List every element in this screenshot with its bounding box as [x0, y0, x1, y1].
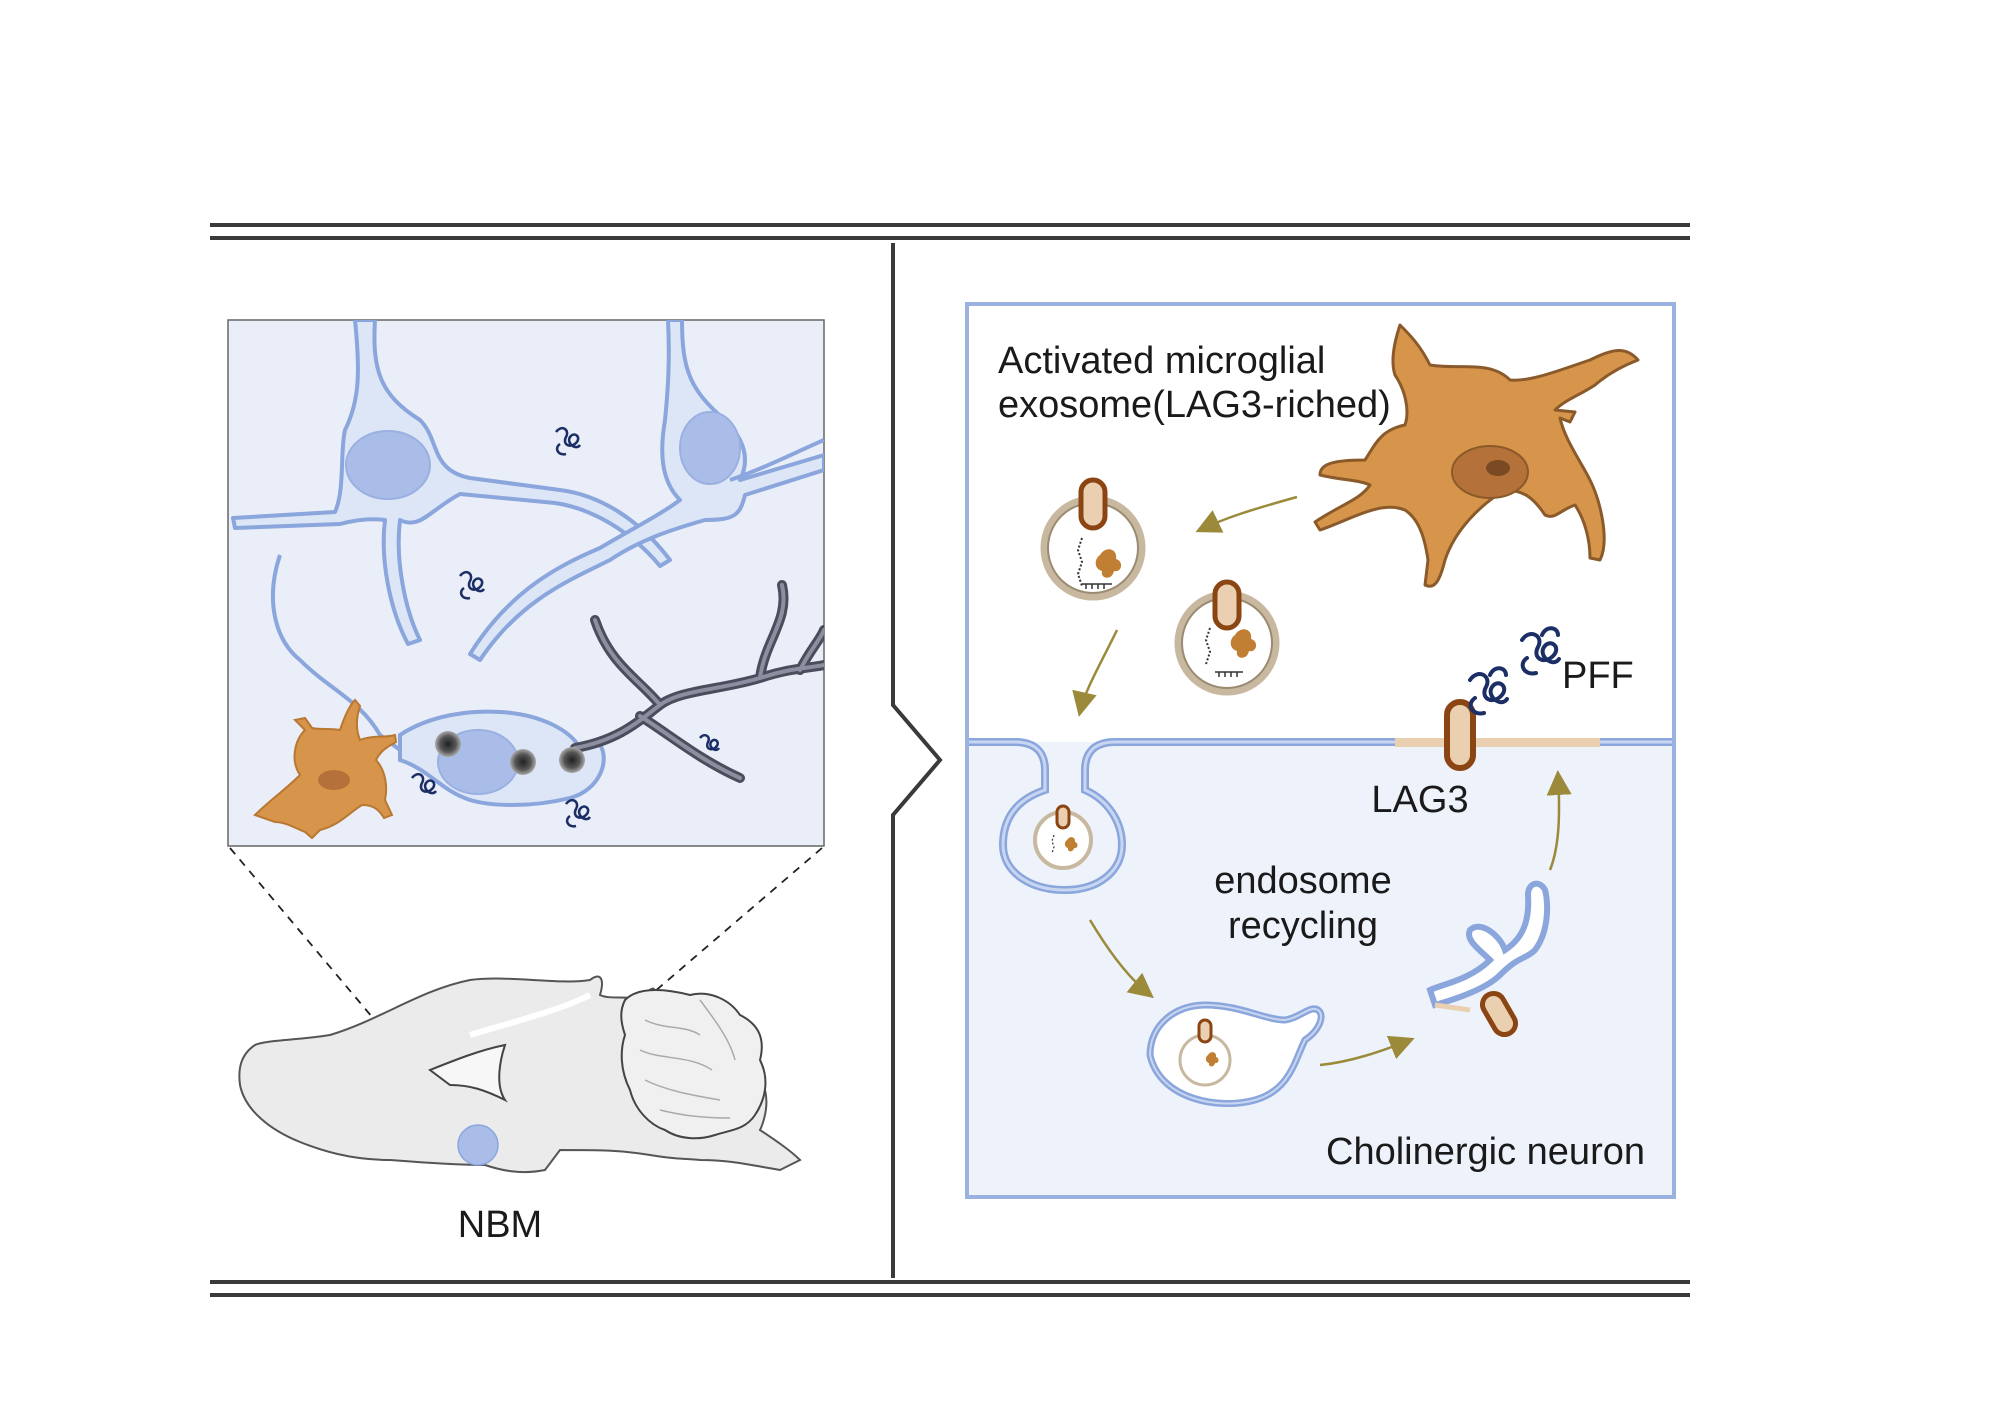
microglia-inset	[253, 698, 398, 840]
exosome-2	[1174, 579, 1280, 696]
nbm-label: NBM	[458, 1204, 542, 1246]
brain-ventricle	[427, 1043, 508, 1103]
exosome-1	[1040, 477, 1146, 601]
exosome-label-line1: Activated microglial	[998, 340, 1325, 382]
synaptic-puncta	[435, 731, 461, 757]
cholinergic-neuron-label: Cholinergic neuron	[1326, 1131, 1645, 1173]
internalized-exosome	[1033, 804, 1093, 870]
lag3-label: LAG3	[1371, 779, 1468, 821]
endosome-label-line1: endosome	[1214, 860, 1391, 902]
arrow-sorting	[1319, 1035, 1415, 1067]
pff-fibrils	[1468, 626, 1561, 716]
synaptic-puncta	[559, 747, 585, 773]
lag3-receptor	[1078, 477, 1108, 531]
neuron-cell-1	[231, 320, 672, 646]
lag3-membrane-receptor	[1444, 699, 1476, 771]
nbm-region	[457, 1124, 499, 1166]
lag3-receptor	[1212, 579, 1242, 631]
frame	[210, 223, 1690, 1297]
mechanism-panel: Activated microglial exosome(LAG3-riched…	[965, 302, 1676, 1199]
arrow-release	[1195, 495, 1298, 533]
cell-membrane	[969, 738, 1672, 895]
cerebellum	[620, 989, 767, 1140]
pathway-arrows	[1072, 495, 1572, 1067]
neuron-dendrite	[271, 554, 402, 752]
inset-panel	[227, 319, 825, 847]
neuron-1-nucleus	[345, 430, 431, 500]
arrow-uptake	[1072, 629, 1119, 717]
inset-content	[231, 320, 824, 840]
microglia-nucleolus	[1486, 460, 1510, 476]
pff-fibril-inset	[411, 426, 721, 828]
lag3-receptor	[1480, 990, 1518, 1038]
microglia-inset-nucleus	[318, 770, 350, 790]
rna-strand	[1076, 537, 1084, 587]
endosome-label-line2: recycling	[1228, 905, 1378, 947]
exosome-label-line2: exosome(LAG3-riched)	[998, 384, 1391, 426]
lag3-membrane-patch	[1395, 738, 1600, 747]
neuron-branch	[729, 438, 824, 482]
neuron-2-nucleus	[679, 411, 741, 485]
protein-cargo	[1095, 549, 1122, 578]
panel-divider	[891, 243, 943, 1278]
recycling-tubule	[1426, 880, 1551, 1038]
neuron-cell-2	[468, 320, 824, 662]
mouse-brain: NBM	[238, 975, 802, 1246]
activated-microglia	[1313, 323, 1640, 588]
neuron-cytoplasm	[969, 742, 1672, 1195]
arrow-endocytosis	[1088, 919, 1154, 999]
pff-label: PFF	[1562, 655, 1634, 697]
arrow-recycling	[1546, 770, 1572, 871]
endosome	[1146, 1001, 1325, 1108]
synaptic-puncta	[510, 749, 536, 775]
